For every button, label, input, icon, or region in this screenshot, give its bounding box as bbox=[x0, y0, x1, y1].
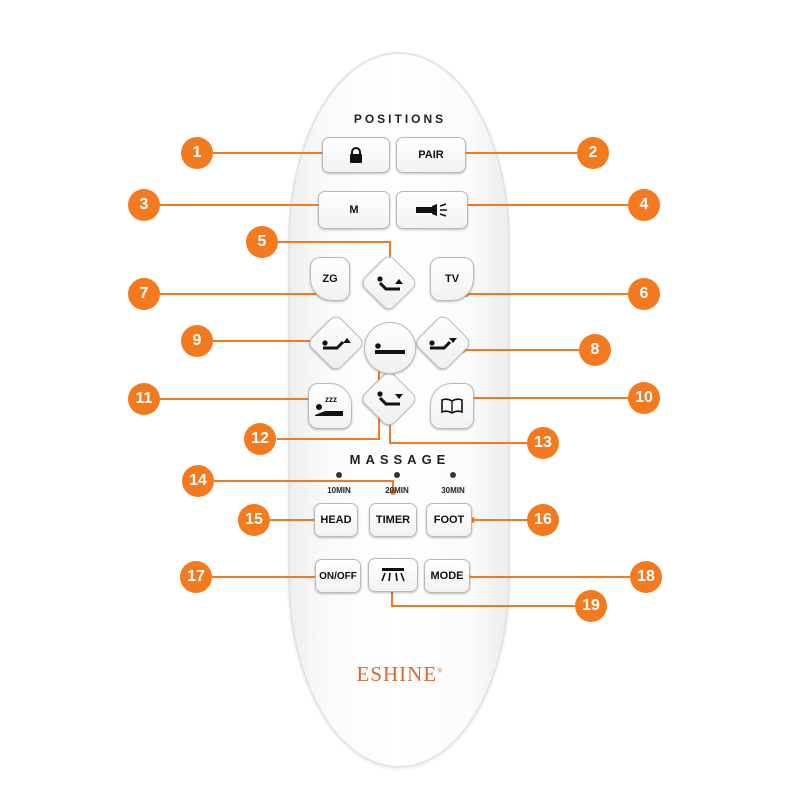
callout-badge-3: 3 bbox=[128, 189, 160, 221]
callout-badge-2: 2 bbox=[577, 137, 609, 169]
callout-badge-13: 13 bbox=[527, 427, 559, 459]
callout-badge-17: 17 bbox=[180, 561, 212, 593]
anti-snore-icon: zzz bbox=[315, 395, 343, 416]
callout-badge-8: 8 bbox=[579, 334, 611, 366]
massage-timer-button[interactable]: TIMER bbox=[369, 503, 417, 537]
anti-snore-button[interactable]: zzz bbox=[308, 383, 352, 429]
lock-icon bbox=[350, 147, 362, 163]
lock-button[interactable] bbox=[322, 137, 390, 173]
callout-badge-12: 12 bbox=[244, 423, 276, 455]
reading-button[interactable] bbox=[430, 383, 474, 429]
timer-indicator-30 bbox=[450, 472, 456, 478]
callout-badge-18: 18 bbox=[630, 561, 662, 593]
underbed-light-icon bbox=[381, 568, 405, 582]
massage-label: MASSAGE bbox=[349, 452, 451, 467]
timer-indicator-20 bbox=[394, 472, 400, 478]
timer-mark-30: 30MIN bbox=[441, 486, 465, 495]
foot-up-icon bbox=[316, 331, 356, 355]
book-icon bbox=[441, 398, 463, 414]
head-up-icon bbox=[369, 272, 409, 296]
zero-gravity-button[interactable]: ZG bbox=[310, 257, 350, 301]
flat-button[interactable] bbox=[364, 322, 416, 374]
svg-text:zzz: zzz bbox=[325, 395, 337, 404]
flashlight-button[interactable] bbox=[396, 191, 468, 229]
timer-mark-10: 10MIN bbox=[327, 486, 351, 495]
callout-badge-19: 19 bbox=[575, 590, 607, 622]
pair-button[interactable]: PAIR bbox=[396, 137, 466, 173]
timer-indicator-10 bbox=[336, 472, 342, 478]
massage-head-button[interactable]: HEAD bbox=[314, 503, 358, 537]
callout-badge-6: 6 bbox=[628, 278, 660, 310]
callout-badge-15: 15 bbox=[238, 504, 270, 536]
positions-label: POSITIONS bbox=[353, 112, 447, 126]
callout-badge-1: 1 bbox=[181, 137, 213, 169]
callout-badge-4: 4 bbox=[628, 189, 660, 221]
brand-logo: ESHINE® bbox=[356, 662, 444, 686]
callout-badge-9: 9 bbox=[181, 325, 213, 357]
callout-badge-5: 5 bbox=[246, 226, 278, 258]
massage-mode-button[interactable]: MODE bbox=[424, 559, 470, 593]
head-down-icon bbox=[369, 387, 409, 411]
massage-foot-button[interactable]: FOOT bbox=[426, 503, 472, 537]
timer-mark-20: 20MIN bbox=[385, 486, 409, 495]
underbed-light-button[interactable] bbox=[368, 558, 418, 592]
callout-badge-16: 16 bbox=[527, 504, 559, 536]
flat-icon bbox=[375, 343, 405, 354]
callout-badge-7: 7 bbox=[128, 278, 160, 310]
callout-badge-11: 11 bbox=[128, 383, 160, 415]
massage-onoff-button[interactable]: ON/OFF bbox=[315, 559, 361, 593]
flashlight-icon bbox=[416, 203, 447, 217]
callout-badge-10: 10 bbox=[628, 382, 660, 414]
memory-button[interactable]: M bbox=[318, 191, 390, 229]
tv-button[interactable]: TV bbox=[430, 257, 474, 301]
callout-badge-14: 14 bbox=[182, 465, 214, 497]
foot-down-icon bbox=[423, 331, 463, 355]
